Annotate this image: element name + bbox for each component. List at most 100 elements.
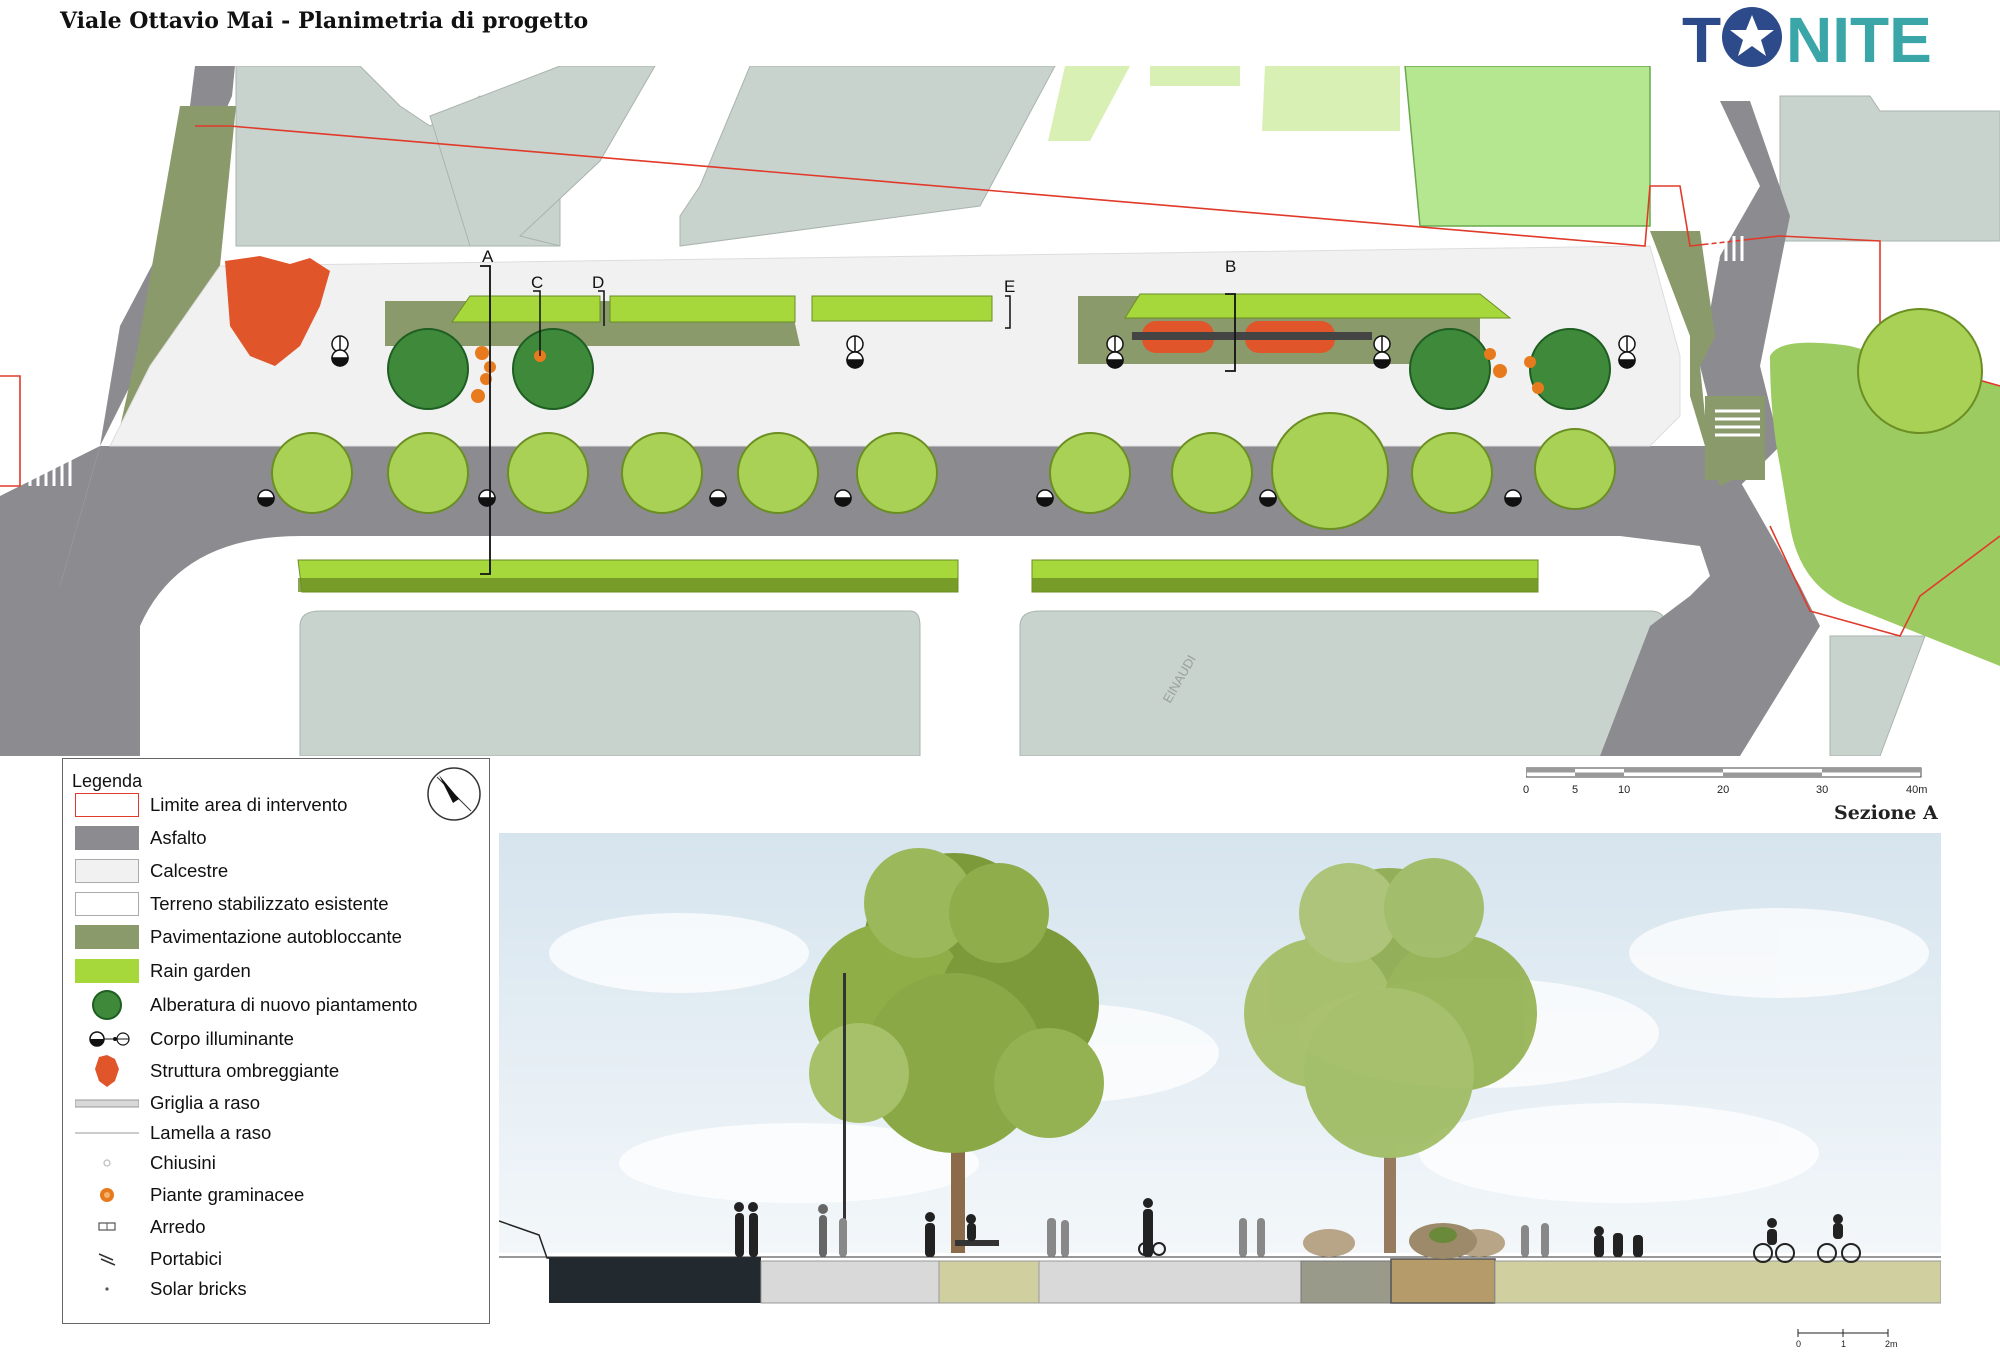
existing-buildings bbox=[235, 65, 2000, 757]
logo-letter-t: T bbox=[1682, 4, 1721, 76]
legend-label: Asfalto bbox=[150, 827, 207, 848]
section-lawn bbox=[1494, 1260, 1942, 1304]
logo-text: NITE bbox=[1786, 4, 1932, 76]
legend-item-lamella: Lamella a raso bbox=[63, 1117, 483, 1149]
scale-label: 20 bbox=[1717, 784, 1730, 796]
section-road bbox=[549, 1257, 761, 1303]
section-paving bbox=[1038, 1260, 1302, 1304]
lamp-icon bbox=[89, 1031, 130, 1047]
marker-a: A bbox=[482, 247, 494, 266]
scale-label: 2m bbox=[1885, 1339, 1898, 1349]
marker-c: C bbox=[531, 273, 543, 292]
legend-item-shade: Struttura ombreggiante bbox=[63, 1055, 483, 1087]
green-patch bbox=[1150, 66, 1240, 86]
lamp-post bbox=[843, 973, 846, 1253]
bike-rack-icon bbox=[98, 1253, 116, 1266]
trees-light bbox=[271, 308, 1983, 530]
boundary-line bbox=[0, 375, 21, 487]
legend-label: Pavimentazione autobloccante bbox=[150, 926, 402, 947]
crosswalk bbox=[1708, 236, 1760, 437]
section-rain-garden bbox=[1390, 1258, 1496, 1304]
bench bbox=[1132, 332, 1372, 340]
section-scale-bar: 0 1 2m bbox=[1794, 1328, 1904, 1354]
scale-label: 30 bbox=[1816, 784, 1829, 796]
tree-icon bbox=[92, 990, 122, 1020]
legend-label: Corpo illuminante bbox=[150, 1028, 294, 1049]
legend-title: Legenda bbox=[72, 771, 143, 791]
legend-item-asfalto: Asfalto bbox=[63, 822, 483, 854]
section-line-b bbox=[1225, 293, 1236, 372]
legend-label: Piante graminacee bbox=[150, 1184, 305, 1205]
legend-item-paving: Pavimentazione autobloccante bbox=[63, 921, 483, 953]
grate-icon bbox=[75, 1099, 139, 1108]
tonite-logo: T NITE bbox=[1682, 4, 1942, 76]
calcestre-swatch bbox=[75, 859, 139, 883]
legend-label: Terreno stabilizzato esistente bbox=[150, 893, 389, 914]
star-icon bbox=[1722, 7, 1782, 67]
marker-b: B bbox=[1225, 257, 1236, 276]
shade-structure bbox=[225, 256, 330, 366]
grass-flower-icon bbox=[100, 1188, 114, 1202]
legend-item-grate: Griglia a raso bbox=[63, 1087, 483, 1119]
lamella-icon bbox=[75, 1132, 139, 1134]
legend-label: Limite area di intervento bbox=[150, 794, 348, 815]
site-plan: A B C D E EINAUDI bbox=[0, 65, 2000, 758]
legend-label: Portabici bbox=[150, 1248, 222, 1269]
scale-label: 0 bbox=[1796, 1339, 1802, 1349]
page-title: Viale Ottavio Mai - Planimetria di proge… bbox=[60, 8, 589, 34]
scale-label: 40m bbox=[1906, 784, 1928, 796]
legend-item-terreno: Terreno stabilizzato esistente bbox=[63, 888, 483, 920]
green-patch bbox=[1262, 66, 1400, 131]
asphalt-road bbox=[0, 66, 1820, 756]
section-strip bbox=[1300, 1260, 1392, 1304]
legend-item-chiusini: Chiusini bbox=[63, 1147, 483, 1179]
sports-field bbox=[1404, 65, 1651, 227]
scale-label: 1 bbox=[1841, 1339, 1847, 1349]
paving-swatch bbox=[75, 925, 139, 949]
scale-label: 5 bbox=[1572, 784, 1579, 796]
legend-item-bike: Portabici bbox=[63, 1243, 483, 1275]
rain-garden-edge bbox=[298, 578, 1538, 592]
legend-item-boundary: Limite area di intervento bbox=[63, 789, 483, 821]
scale-label: 0 bbox=[1523, 784, 1530, 796]
legend-label: Lamella a raso bbox=[150, 1122, 272, 1143]
trees-dark bbox=[387, 328, 1611, 410]
marker-d: D bbox=[592, 273, 604, 292]
marker-e: E bbox=[1004, 277, 1015, 296]
legend-label: Calcestre bbox=[150, 860, 229, 881]
legend-label: Rain garden bbox=[150, 960, 251, 981]
scale-bar: 0 5 10 20 30 40m bbox=[1523, 766, 1946, 806]
section-line-c bbox=[533, 290, 541, 356]
legend-label: Alberatura di nuovo piantamento bbox=[150, 994, 418, 1015]
scale-label: 10 bbox=[1618, 784, 1631, 796]
legend-item-calcestre: Calcestre bbox=[63, 855, 483, 887]
section-planter bbox=[938, 1260, 1040, 1304]
people-silhouettes bbox=[734, 1198, 1843, 1257]
section-line-d bbox=[598, 290, 605, 326]
bicycles bbox=[1138, 1242, 1861, 1263]
section-line-a bbox=[480, 265, 491, 575]
section-title: Sezione A bbox=[1834, 802, 1938, 824]
section-sidewalk bbox=[760, 1260, 940, 1304]
boundary-line bbox=[1769, 525, 2000, 637]
green-patch bbox=[1048, 66, 1130, 141]
legend-item-rain-garden: Rain garden bbox=[63, 955, 483, 987]
rain-garden-swatch bbox=[75, 959, 139, 983]
legend-label: Struttura ombreggiante bbox=[150, 1060, 340, 1081]
legend-panel: Legenda Limite area di intervento Asfalt… bbox=[62, 758, 490, 1324]
manhole-icon bbox=[103, 1159, 111, 1167]
shade-structure-icon bbox=[95, 1055, 119, 1087]
legend-item-tree: Alberatura di nuovo piantamento bbox=[63, 989, 483, 1021]
legend-label: Chiusini bbox=[150, 1152, 216, 1173]
asfalto-swatch bbox=[75, 826, 139, 850]
solar-brick-icon bbox=[105, 1287, 109, 1291]
tree-left bbox=[809, 848, 1104, 1253]
legend-item-grasses: Piante graminacee bbox=[63, 1179, 483, 1211]
bench-icon bbox=[98, 1222, 116, 1231]
tree-right bbox=[1244, 858, 1537, 1253]
grass-planters bbox=[1303, 1223, 1505, 1259]
north-arrow-icon bbox=[425, 765, 483, 823]
legend-item-arredo: Arredo bbox=[63, 1211, 483, 1243]
section-line-e bbox=[1005, 295, 1011, 329]
legend-label: Arredo bbox=[150, 1216, 206, 1237]
